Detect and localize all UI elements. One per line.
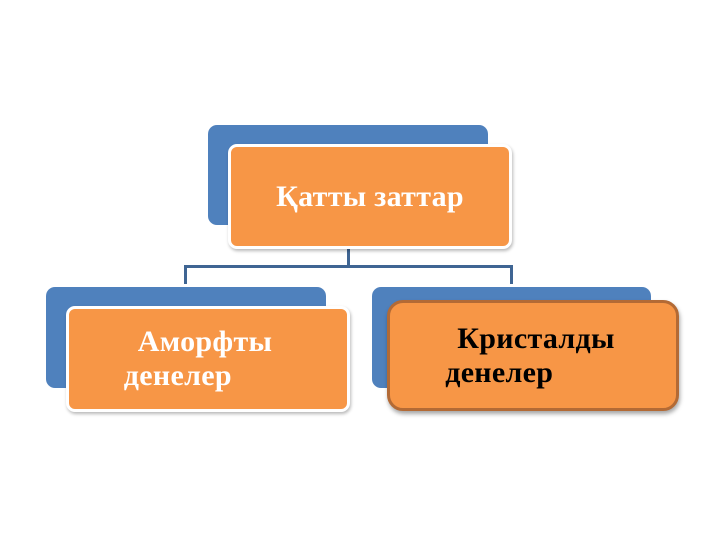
root-node-label: Қатты заттар — [276, 179, 464, 213]
connector-right-drop — [510, 265, 513, 284]
crystalline-node-label-line2: денелер — [445, 355, 554, 389]
root-node[interactable]: Қатты заттар — [228, 144, 512, 249]
crystalline-node-text: Кристалды денелер — [445, 322, 615, 390]
amorphous-node-label-line2: денелер — [123, 359, 232, 392]
connector-left-drop — [184, 265, 187, 284]
amorphous-node-text: Аморфты денелер — [124, 325, 272, 393]
connector-horizontal — [184, 265, 513, 268]
crystalline-node[interactable]: Кристалды денелер — [387, 300, 679, 411]
connector-root-down — [347, 248, 350, 267]
amorphous-node[interactable]: Аморфты денелер — [66, 306, 350, 412]
amorphous-node-label-line1: Аморфты — [137, 325, 273, 358]
crystalline-node-label-line1: Кристалды — [457, 321, 615, 355]
